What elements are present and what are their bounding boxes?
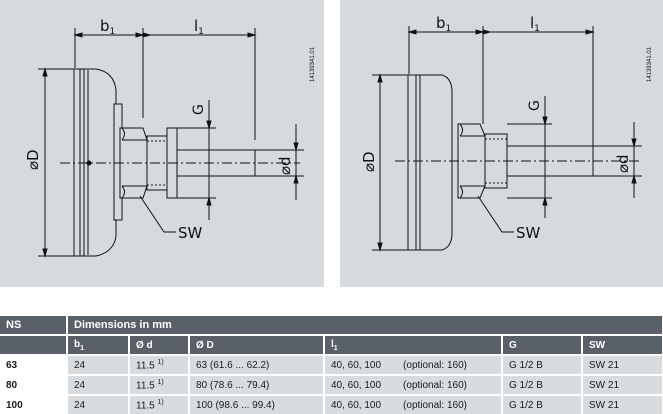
d-label: ⌀d [276, 156, 294, 175]
cell-b1: 24 [67, 354, 130, 375]
l1-arrow-right [585, 29, 595, 35]
subheader-blank [0, 334, 68, 355]
SW-leader-line [477, 195, 514, 233]
D-label: ⌀D [24, 149, 42, 170]
b1-label: b1 [100, 17, 115, 37]
drawing-code-left: 14139341.01 [310, 46, 316, 82]
d-arrow-bottom [631, 174, 637, 184]
cell-SW: SW 21 [582, 354, 663, 375]
SW-label: SW [516, 224, 541, 242]
table-row: 80 24 11.5 1) 80 (78.6 ... 79.4) 40, 60,… [0, 374, 663, 395]
cell-SW: SW 21 [582, 374, 663, 395]
cell-G: G 1/2 B [502, 354, 583, 375]
b1-arrow-left [73, 32, 83, 38]
header-ns: NS [0, 316, 68, 335]
cell-D: 63 (61.6 ... 62.2) [189, 354, 325, 375]
table-header-row: NS Dimensions in mm [0, 316, 663, 335]
cell-SW: SW 21 [582, 394, 663, 414]
table-row: 63 24 11.5 1) 63 (61.6 ... 62.2) 40, 60,… [0, 354, 663, 375]
cell-ns: 100 [0, 394, 68, 414]
b1-arrow-right [135, 32, 145, 38]
subheader-D: Ø D [189, 334, 325, 355]
l1-label: l1 [530, 14, 540, 34]
cell-D: 100 (98.6 ... 99.4) [189, 394, 325, 414]
d-arrow-bottom [293, 174, 299, 184]
D-arrow-bottom [42, 248, 48, 258]
SW-leader-line [139, 195, 176, 233]
d-arrow-top [631, 138, 637, 148]
D-arrow-top [42, 67, 48, 77]
hex-chamfer-1 [121, 127, 125, 141]
l1-arrow-left [482, 29, 492, 35]
d-label: ⌀d [614, 154, 632, 173]
header-dimensions: Dimensions in mm [67, 316, 663, 335]
cell-G: G 1/2 B [502, 374, 583, 395]
bezel-ring [407, 74, 417, 251]
hex-chamfer-1 [459, 123, 463, 137]
drawing-code-right: 14139341.01 [647, 46, 653, 82]
G-arrow-bottom [206, 196, 212, 206]
cell-d: 11.5 1) [129, 354, 190, 375]
table-subheader-row: b1 Ø d Ø D l1 G SW [0, 334, 663, 355]
G-label: G [527, 100, 543, 111]
SW-label: SW [178, 224, 203, 242]
cell-D: 80 (78.6 ... 79.4) [189, 374, 325, 395]
l1-arrow-right [247, 32, 257, 38]
case-body [415, 74, 453, 251]
G-label: G [191, 104, 207, 115]
drawing-panel-left: b1 l1 ⌀D G ⌀d SW 14139341.01 [0, 0, 324, 287]
D-arrow-bottom [377, 242, 383, 252]
drawing-panel-right: b1 l1 ⌀D G ⌀d SW 14139341.01 [340, 0, 663, 287]
cell-ns: 63 [0, 354, 68, 375]
thermometer-drawing-left: b1 l1 ⌀D G ⌀d SW 14139341.01 [24, 17, 316, 258]
d-arrow-top [293, 142, 299, 152]
b1-arrow-left [407, 29, 417, 35]
table-row: 100 24 11.5 1) 100 (98.6 ... 99.4) 40, 6… [0, 394, 663, 414]
cell-l1: 40, 60, 100(optional: 160) [324, 354, 503, 375]
cell-l1: 40, 60, 100(optional: 160) [324, 394, 503, 414]
subheader-b1: b1 [67, 334, 130, 355]
G-arrow-top [542, 116, 548, 126]
cell-b1: 24 [67, 394, 130, 414]
subheader-l1: l1 [324, 334, 503, 355]
hex-chamfer-2 [121, 185, 125, 199]
subheader-G: G [502, 334, 583, 355]
l1-label: l1 [194, 17, 204, 37]
l1-arrow-left [142, 32, 152, 38]
cell-d: 11.5 1) [129, 374, 190, 395]
cell-ns: 80 [0, 374, 68, 395]
D-arrow-top [377, 73, 383, 83]
centre-point [86, 160, 92, 166]
dimensions-table: NS Dimensions in mm b1 Ø d Ø D l1 G SW 6… [0, 316, 663, 414]
cell-l1: 40, 60, 100(optional: 160) [324, 374, 503, 395]
b1-arrow-right [475, 29, 485, 35]
G-arrow-top [206, 120, 212, 130]
thermometer-drawing-right: b1 l1 ⌀D G ⌀d SW 14139341.01 [360, 14, 653, 252]
b1-label: b1 [436, 14, 451, 34]
hex-chamfer-2 [459, 185, 463, 199]
cell-b1: 24 [67, 374, 130, 395]
cell-G: G 1/2 B [502, 394, 583, 414]
cell-d: 11.5 1) [129, 394, 190, 414]
G-arrow-bottom [542, 196, 548, 206]
subheader-d: Ø d [129, 334, 190, 355]
D-label: ⌀D [360, 151, 378, 172]
subheader-SW: SW [582, 334, 663, 355]
